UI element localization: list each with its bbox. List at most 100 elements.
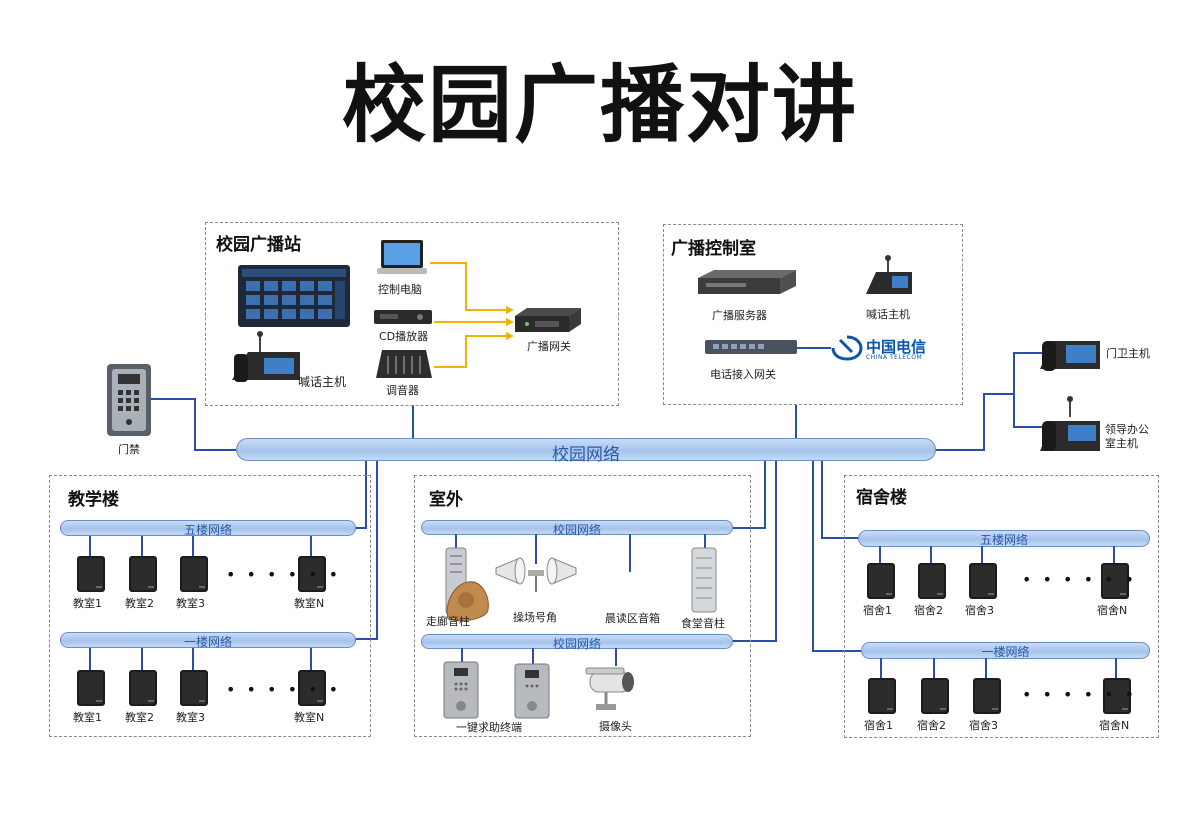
- speaker-icon: [973, 678, 1001, 714]
- speaker-drop-line: [933, 658, 935, 678]
- speaker-drop-line: [879, 546, 881, 563]
- camera-label: 摄像头: [599, 720, 632, 733]
- dorm-floor1-label: 一楼网络: [981, 645, 1030, 659]
- speaker-icon: [298, 670, 326, 706]
- rock-speaker-icon: [446, 581, 489, 622]
- link-control-room: [795, 405, 797, 439]
- speaker-drop-line: [141, 648, 143, 670]
- link-door-h1: [150, 398, 195, 400]
- teaching-floor1-pipe: 一楼网络: [60, 632, 356, 649]
- telecom-logo: [831, 335, 863, 361]
- link-out-1h: [730, 527, 766, 529]
- gateway-icon: [515, 308, 581, 332]
- sos-terminal-icon: [443, 661, 479, 719]
- link-station: [412, 405, 414, 439]
- drop-camera: [615, 648, 617, 666]
- speaker-icon: [298, 556, 326, 592]
- canteen-column-icon: [691, 547, 717, 613]
- speaker-drop-line: [89, 648, 91, 670]
- link-right-top: [983, 393, 1015, 395]
- monitor-icon: [377, 240, 427, 274]
- campus-station-title: 校园广播站: [216, 235, 301, 255]
- outdoor-net1-label: 校园网络: [552, 523, 601, 537]
- speaker-drop-line: [930, 546, 932, 563]
- link-leader-h: [1013, 426, 1043, 428]
- room-label: 教室3: [176, 597, 205, 610]
- campus-network-pipe: 校园网络: [236, 438, 936, 465]
- link-teach-1: [365, 460, 367, 528]
- link-guard-v: [1013, 352, 1015, 394]
- canteen-label: 食堂音柱: [681, 617, 725, 630]
- leader-host-label: 领导办公室主机: [1105, 423, 1149, 450]
- speaker-drop-line: [880, 658, 882, 678]
- speaker-drop-line: [310, 648, 312, 670]
- control-mic-host-label: 喊话主机: [866, 308, 910, 321]
- horn-label: 操场号角: [513, 611, 557, 624]
- outdoor-net1-pipe: 校园网络: [421, 520, 733, 537]
- speaker-drop-line: [141, 536, 143, 556]
- room-label: 宿舍N: [1099, 719, 1130, 732]
- link-gateway-telecom: [797, 347, 831, 349]
- campus-network-label: 校园网络: [552, 445, 620, 465]
- room-label: 宿舍N: [1097, 604, 1128, 617]
- speaker-icon: [129, 556, 157, 592]
- room-label: 宿舍3: [969, 719, 998, 732]
- speaker-icon: [1101, 563, 1129, 599]
- leader-phone-icon: [1040, 396, 1100, 451]
- corridor-label: 走廊音柱: [426, 615, 470, 628]
- drop-canteen: [704, 534, 706, 548]
- dorm-floor1-pipe: 一楼网络: [861, 642, 1150, 659]
- link-door-h2: [194, 449, 238, 451]
- teaching-floor5-pipe: 五楼网络: [60, 520, 356, 537]
- control-room-title: 广播控制室: [671, 239, 756, 259]
- link-right-v: [983, 393, 985, 451]
- room-label: 教室2: [125, 597, 154, 610]
- outdoor-title: 室外: [429, 490, 463, 510]
- link-dorm-1h: [821, 537, 861, 539]
- room-label: 教室2: [125, 711, 154, 724]
- link-out-1: [764, 460, 766, 528]
- link-dorm-2h: [812, 650, 862, 652]
- link-dorm-1: [821, 460, 823, 538]
- gateway-label: 广播网关: [527, 340, 571, 353]
- room-label: 教室1: [73, 711, 102, 724]
- room-label: 宿舍2: [914, 604, 943, 617]
- speaker-drop-line: [981, 546, 983, 563]
- speaker-icon: [180, 670, 208, 706]
- campus-station-box: [205, 222, 619, 406]
- teaching-floor1-label: 一楼网络: [183, 635, 232, 649]
- cd-player-label: CD播放器: [379, 330, 429, 343]
- room-label: 宿舍2: [917, 719, 946, 732]
- link-door-v: [194, 398, 196, 450]
- speaker-icon: [180, 556, 208, 592]
- switch-icon: [705, 340, 797, 354]
- audio-line-mix-h: [434, 366, 466, 368]
- dorm-bottom-ellipsis: • • • • • •: [1022, 685, 1138, 704]
- room-label: 教室1: [73, 597, 102, 610]
- speaker-icon: [969, 563, 997, 599]
- room-label: 宿舍3: [965, 604, 994, 617]
- outdoor-box: [414, 475, 751, 737]
- control-desk-phone-icon: [866, 255, 912, 294]
- audio-line-pc-h2: [465, 309, 509, 311]
- speaker-icon: [77, 556, 105, 592]
- door-access-label: 门禁: [118, 443, 140, 456]
- outdoor-net2-pipe: 校园网络: [421, 634, 733, 651]
- teaching-top-ellipsis: • • • • • •: [226, 565, 342, 584]
- link-dorm-2: [812, 460, 814, 651]
- room-label: 教室N: [294, 711, 325, 724]
- drop-reading: [629, 534, 631, 572]
- dorm-floor5-pipe: 五楼网络: [858, 530, 1150, 547]
- speaker-drop-line: [89, 536, 91, 556]
- server-icon: [698, 270, 796, 294]
- audio-line-pc-v: [465, 262, 467, 310]
- audio-line-mix-v: [465, 336, 467, 368]
- room-label: 教室3: [176, 711, 205, 724]
- mixer-icon: [376, 350, 432, 378]
- audio-line-pc-h: [430, 262, 466, 264]
- speaker-icon: [1103, 678, 1131, 714]
- telecom-en: CHINA TELECOM: [866, 354, 923, 361]
- control-pc-label: 控制电脑: [378, 283, 422, 296]
- outdoor-net2-label: 校园网络: [552, 637, 601, 651]
- server-label: 广播服务器: [712, 309, 767, 322]
